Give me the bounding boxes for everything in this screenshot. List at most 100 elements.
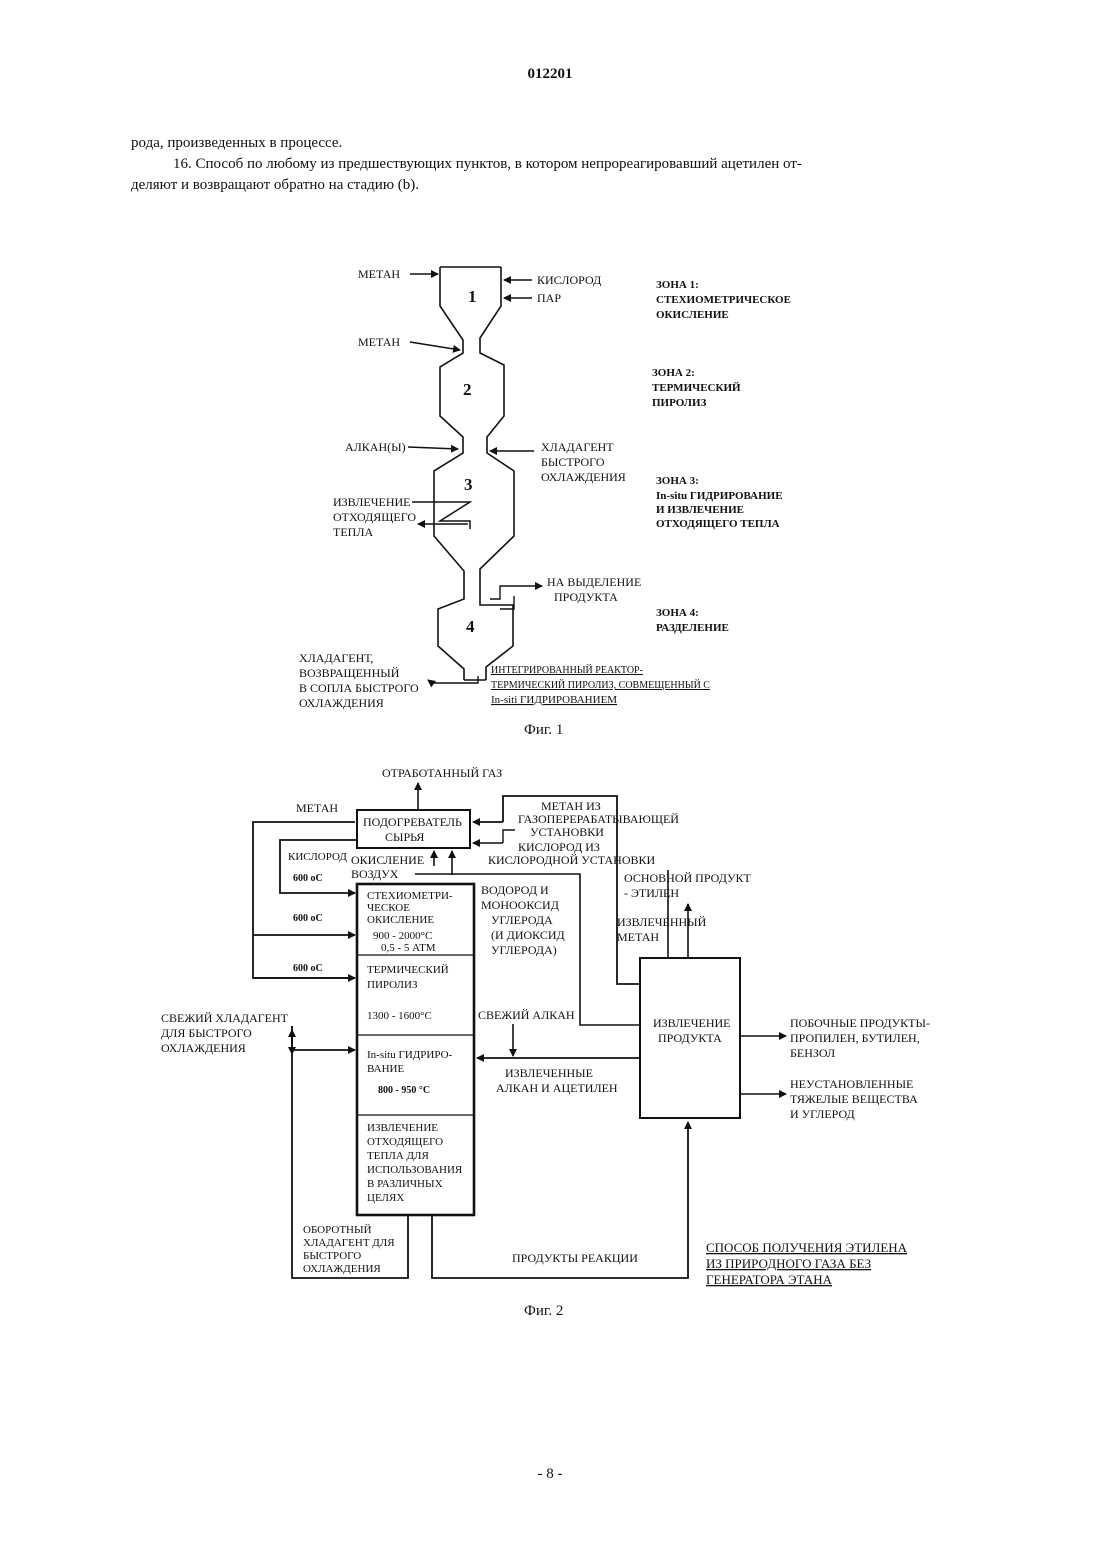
zone-4-desc: РАЗДЕЛЕНИЕ [656,622,729,634]
zone-1-title: ЗОНА 1: [656,279,699,291]
recovered-methane-label-1: ИЗВЛЕЧЕННЫЙ [617,915,707,929]
methane-loop-line [253,822,355,978]
fresh-quench-line [292,1026,355,1050]
methane-mid-label: МЕТАН [358,335,400,349]
reactor-pyrolysis-temp: 1300 - 1600°С [367,1010,432,1022]
coolant-label-3: В СОПЛА БЫСТРОГО [299,681,419,695]
heat-exchanger-coil [412,502,470,529]
hydrogen-label-4: (И ДИОКСИД [491,928,565,942]
gas-plant-label-2: ГАЗОПЕРЕРАБАТЫВАЮЩЕЙ [518,812,679,826]
gas-plant-label-3: УСТАНОВКИ [530,825,604,839]
oxidation-air-label-2: ВОЗДУХ [351,867,399,881]
alkane-arrow [408,447,458,449]
figure-2-title-3: ГЕНЕРАТОРА ЭТАНА [706,1272,833,1287]
hydrogen-label-5: УГЛЕРОДА) [491,943,557,957]
reactor-oxidation-2: ЧЕСКОЕ [367,902,410,914]
fresh-quench-label-1: СВЕЖИЙ ХЛАДАГЕНТ [161,1011,289,1025]
recycle-label-4: ОХЛАЖДЕНИЯ [303,1263,381,1275]
zone-3-number: 3 [464,475,473,494]
heat-recovery-label-2: ОТХОДЯЩЕГО [333,510,416,524]
reactor-oxidation-1: СТЕХИОМЕТРИ- [367,890,453,902]
oxygen-plant-label-2: КИСЛОРОДНОЙ УСТАНОВКИ [488,853,655,867]
zone-3-desc-3: ОТХОДЯЩЕГО ТЕПЛА [656,518,780,530]
quench-label-3: ОХЛАЖДЕНИЯ [541,470,626,484]
zone-2-desc-2: ПИРОЛИЗ [652,397,707,409]
main-product-label-1: ОСНОВНОЙ ПРОДУКТ [624,871,752,885]
reactor-heat-6: ЦЕЛЯХ [367,1192,404,1204]
figure-1 [408,267,542,683]
product-out-line-2 [500,596,514,609]
heat-recovery-label-3: ТЕПЛА [333,525,373,539]
quench-label-2: БЫСТРОГО [541,455,605,469]
product-label-1: НА ВЫДЕЛЕНИЕ [547,575,641,589]
reactor-note-1: ИНТЕГРИРОВАННЫЙ РЕАКТОР- [491,664,643,676]
alkanes-label: АЛКАН(Ы) [345,440,406,454]
reactor-heat-2: ОТХОДЯЩЕГО [367,1136,443,1148]
reactor-heat-5: В РАЗЛИЧНЫХ [367,1178,443,1190]
zone-3-desc-1: In-situ ГИДРИРОВАНИЕ [656,490,783,502]
recovered-alkane-label-1: ИЗВЛЕЧЕННЫЕ [505,1066,593,1080]
fresh-quench-label-2: ДЛЯ БЫСТРОГО [161,1026,252,1040]
reactor-oxidation-3: ОКИСЛЕНИЕ [367,914,434,926]
reactor-note-2: ТЕРМИЧЕСКИЙ ПИРОЛИЗ, СОВМЕЩЕННЫЙ С [491,679,710,691]
reactor-hydrogenation-2: ВАНИЕ [367,1063,404,1075]
preheater-label-2: СЫРЬЯ [385,830,424,844]
exhaust-gas-label: ОТРАБОТАННЫЙ ГАЗ [382,766,502,780]
reactor-pyrolysis-1: ТЕРМИЧЕСКИЙ [367,964,449,976]
reaction-products-label: ПРОДУКТЫ РЕАКЦИИ [512,1251,638,1265]
hydrogen-label-1: ВОДОРОД И [481,883,549,897]
figure-2-caption: Фиг. 2 [524,1303,563,1319]
methane-top-label: МЕТАН [358,267,400,281]
oxidation-air-label-1: ОКИСЛЕНИЕ [351,853,424,867]
coolant-label-4: ОХЛАЖДЕНИЯ [299,696,384,710]
reactor-hydrogenation-temp: 800 - 950 °С [378,1085,430,1096]
figure-2-labels: ОТРАБОТАННЫЙ ГАЗ МЕТАН ПОДОГРЕВАТЕЛЬ СЫР… [161,766,930,1319]
zone-1-desc-2: ОКИСЛЕНИЕ [656,309,729,321]
figure-2-title-1: СПОСОБ ПОЛУЧЕНИЯ ЭТИЛЕНА [706,1240,908,1255]
zone-4-number: 4 [466,617,475,636]
steam-label: ПАР [537,291,561,305]
heat-recovery-label-1: ИЗВЛЕЧЕНИЕ [333,495,410,509]
gas-plant-label-1: МЕТАН ИЗ [541,799,601,813]
recovered-alkane-label-2: АЛКАН И АЦЕТИЛЕН [496,1081,618,1095]
recovered-methane-label-2: МЕТАН [617,930,659,944]
reactor-pyrolysis-2: ПИРОЛИЗ [367,979,418,991]
reactor-heat-3: ТЕПЛА ДЛЯ [367,1150,430,1162]
oxygen-label: КИСЛОРОД [288,851,347,863]
product-label-2: ПРОДУКТА [554,590,618,604]
oxygen-label: КИСЛОРОД [537,273,601,287]
heavy-label-1: НЕУСТАНОВЛЕННЫЕ [790,1077,913,1091]
figure-2-title-2: ИЗ ПРИРОДНОГО ГАЗА БЕЗ [706,1256,871,1271]
product-out-line [490,586,542,599]
recycle-label-1: ОБОРОТНЫЙ [303,1224,372,1236]
byproducts-label-3: БЕНЗОЛ [790,1046,835,1060]
reactor-oxidation-pressure: 0,5 - 5 АТМ [381,942,436,954]
zone-4-title: ЗОНА 4: [656,607,699,619]
zone-3-title: ЗОНА 3: [656,475,699,487]
coolant-label-2: ВОЗВРАЩЕННЫЙ [299,666,400,680]
byproducts-label-2: ПРОПИЛЕН, БУТИЛЕН, [790,1031,920,1045]
oxygen-plant-label-1: КИСЛОРОД ИЗ [518,840,600,854]
quench-label-1: ХЛАДАГЕНТ [541,440,614,454]
zone-2-number: 2 [463,380,472,399]
temp-label-3: 600 oC [293,963,323,974]
zone-2-title: ЗОНА 2: [652,367,695,379]
page-number: - 8 - [0,1466,1100,1483]
heavy-label-3: И УГЛЕРОД [790,1107,855,1121]
zone-1-number: 1 [468,287,477,306]
recycle-label-2: ХЛАДАГЕНТ ДЛЯ [303,1237,395,1249]
temp-label-1: 600 oC [293,873,323,884]
zone-3-desc-2: И ИЗВЛЕЧЕНИЕ [656,504,744,516]
recycle-label-3: БЫСТРОГО [303,1250,361,1262]
heavy-label-2: ТЯЖЕЛЫЕ ВЕЩЕСТВА [790,1092,918,1106]
byproducts-label-1: ПОБОЧНЫЕ ПРОДУКТЫ- [790,1016,930,1030]
methane-label: МЕТАН [296,801,338,815]
zone-2-desc-1: ТЕРМИЧЕСКИЙ [652,382,741,394]
preheater-label-1: ПОДОГРЕВАТЕЛЬ [363,815,462,829]
temp-label-2: 600 oC [293,913,323,924]
reactor-hydrogenation-1: In-situ ГИДРИРО- [367,1049,453,1061]
reactor-heat-4: ИСПОЛЬЗОВАНИЯ [367,1164,463,1176]
methane-mid-arrow [410,342,460,350]
main-product-label-2: - ЭТИЛЕН [624,886,679,900]
